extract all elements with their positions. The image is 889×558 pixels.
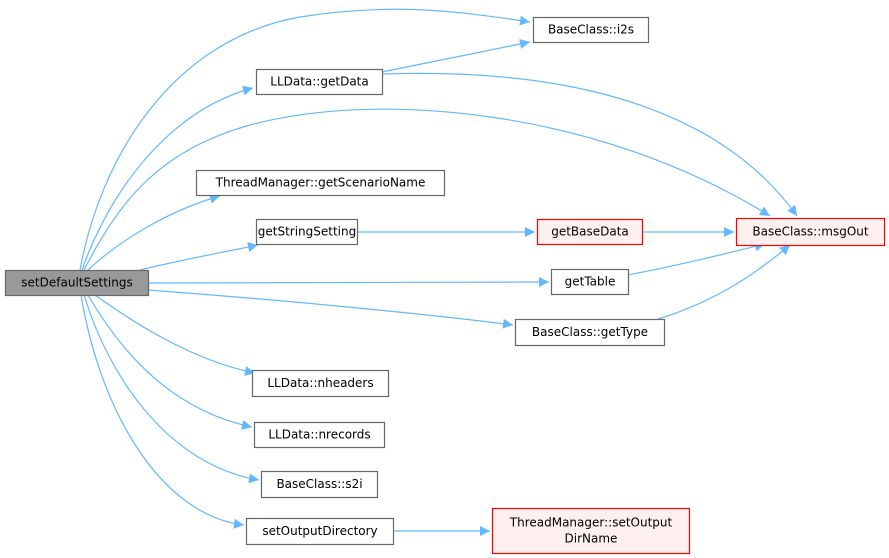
node-label: BaseClass::getType — [532, 325, 648, 339]
edge-getData-to-i2s — [381, 39, 531, 73]
node-label: setOutputDirectory — [262, 524, 377, 538]
node-label: getBaseData — [551, 225, 629, 239]
node-box[interactable] — [255, 218, 359, 246]
node-label: LLData::getData — [270, 75, 368, 89]
edge-setDefaultSettings-to-i2s — [79, 8, 531, 271]
edge-setDefaultSettings-to-getScenarioName — [87, 193, 221, 271]
node-label: getTable — [565, 275, 616, 289]
node-getScenarioName[interactable]: ThreadManager::getScenarioName — [195, 169, 446, 197]
nodes: setDefaultSettings BaseClass::i2sLLData::… — [4, 16, 886, 555]
node-getStringSetting[interactable]: getStringSetting — [255, 218, 359, 246]
node-box[interactable] — [536, 218, 644, 246]
node-label: DirName — [565, 532, 618, 546]
node-label: ThreadManager::getScenarioName — [215, 176, 426, 190]
node-getBaseData[interactable]: getBaseData — [536, 218, 644, 246]
node-nheaders[interactable]: LLData::nheaders — [251, 369, 390, 398]
node-box[interactable] — [195, 169, 446, 197]
node-i2s[interactable]: BaseClass::i2s — [532, 16, 650, 44]
node-setOutputDirectory[interactable]: setOutputDirectory — [245, 517, 395, 546]
node-box[interactable] — [260, 470, 379, 499]
node-label: BaseClass::s2i — [276, 477, 362, 491]
node-msgOut[interactable]: BaseClass::msgOut — [735, 217, 886, 247]
node-label: BaseClass::i2s — [548, 23, 634, 37]
node-box[interactable] — [735, 217, 886, 247]
node-box[interactable] — [491, 507, 691, 555]
edge-setDefaultSettings-to-getType — [147, 289, 514, 329]
edge-setDefaultSettings-to-getTable — [147, 277, 550, 288]
node-label: LLData::nheaders — [267, 376, 373, 390]
edge-setDefaultSettings-to-nheaders — [94, 294, 256, 376]
node-box[interactable] — [514, 318, 666, 347]
edge-setDefaultSettings-to-nrecords — [87, 294, 253, 430]
node-box[interactable] — [251, 369, 390, 398]
edge-setDefaultSettings-to-msgOut — [83, 108, 771, 271]
node-box[interactable] — [255, 68, 384, 96]
node-nrecords[interactable]: LLData::nrecords — [253, 421, 386, 449]
node-getData[interactable]: LLData::getData — [255, 68, 384, 96]
edges — [79, 8, 798, 536]
edge-setDefaultSettings-to-getData — [81, 85, 254, 271]
node-getType[interactable]: BaseClass::getType — [514, 318, 666, 347]
node-setDefaultSettings[interactable]: setDefaultSettings — [4, 269, 150, 297]
node-label: LLData::nrecords — [268, 428, 370, 442]
node-box[interactable] — [245, 517, 395, 546]
node-getTable[interactable]: getTable — [550, 268, 630, 296]
node-box[interactable] — [4, 269, 150, 297]
node-label: getStringSetting — [258, 225, 356, 239]
node-label: ThreadManager::setOutput — [509, 516, 673, 530]
edge-getType-to-msgOut — [657, 244, 791, 320]
node-s2i[interactable]: BaseClass::s2i — [260, 470, 379, 499]
edge-setDefaultSettings-to-s2i — [83, 294, 260, 484]
edge-setDefaultSettings-to-setOutputDirectory — [80, 294, 245, 529]
node-label: BaseClass::msgOut — [752, 225, 868, 239]
node-box[interactable] — [532, 16, 650, 44]
edge-getTable-to-msgOut — [627, 241, 766, 276]
edge-getData-to-msgOut — [381, 72, 798, 217]
node-box[interactable] — [550, 268, 630, 296]
node-label: setDefaultSettings — [21, 276, 132, 290]
edge-setDefaultSettings-to-getStringSetting — [139, 242, 259, 271]
node-box[interactable] — [253, 421, 386, 449]
